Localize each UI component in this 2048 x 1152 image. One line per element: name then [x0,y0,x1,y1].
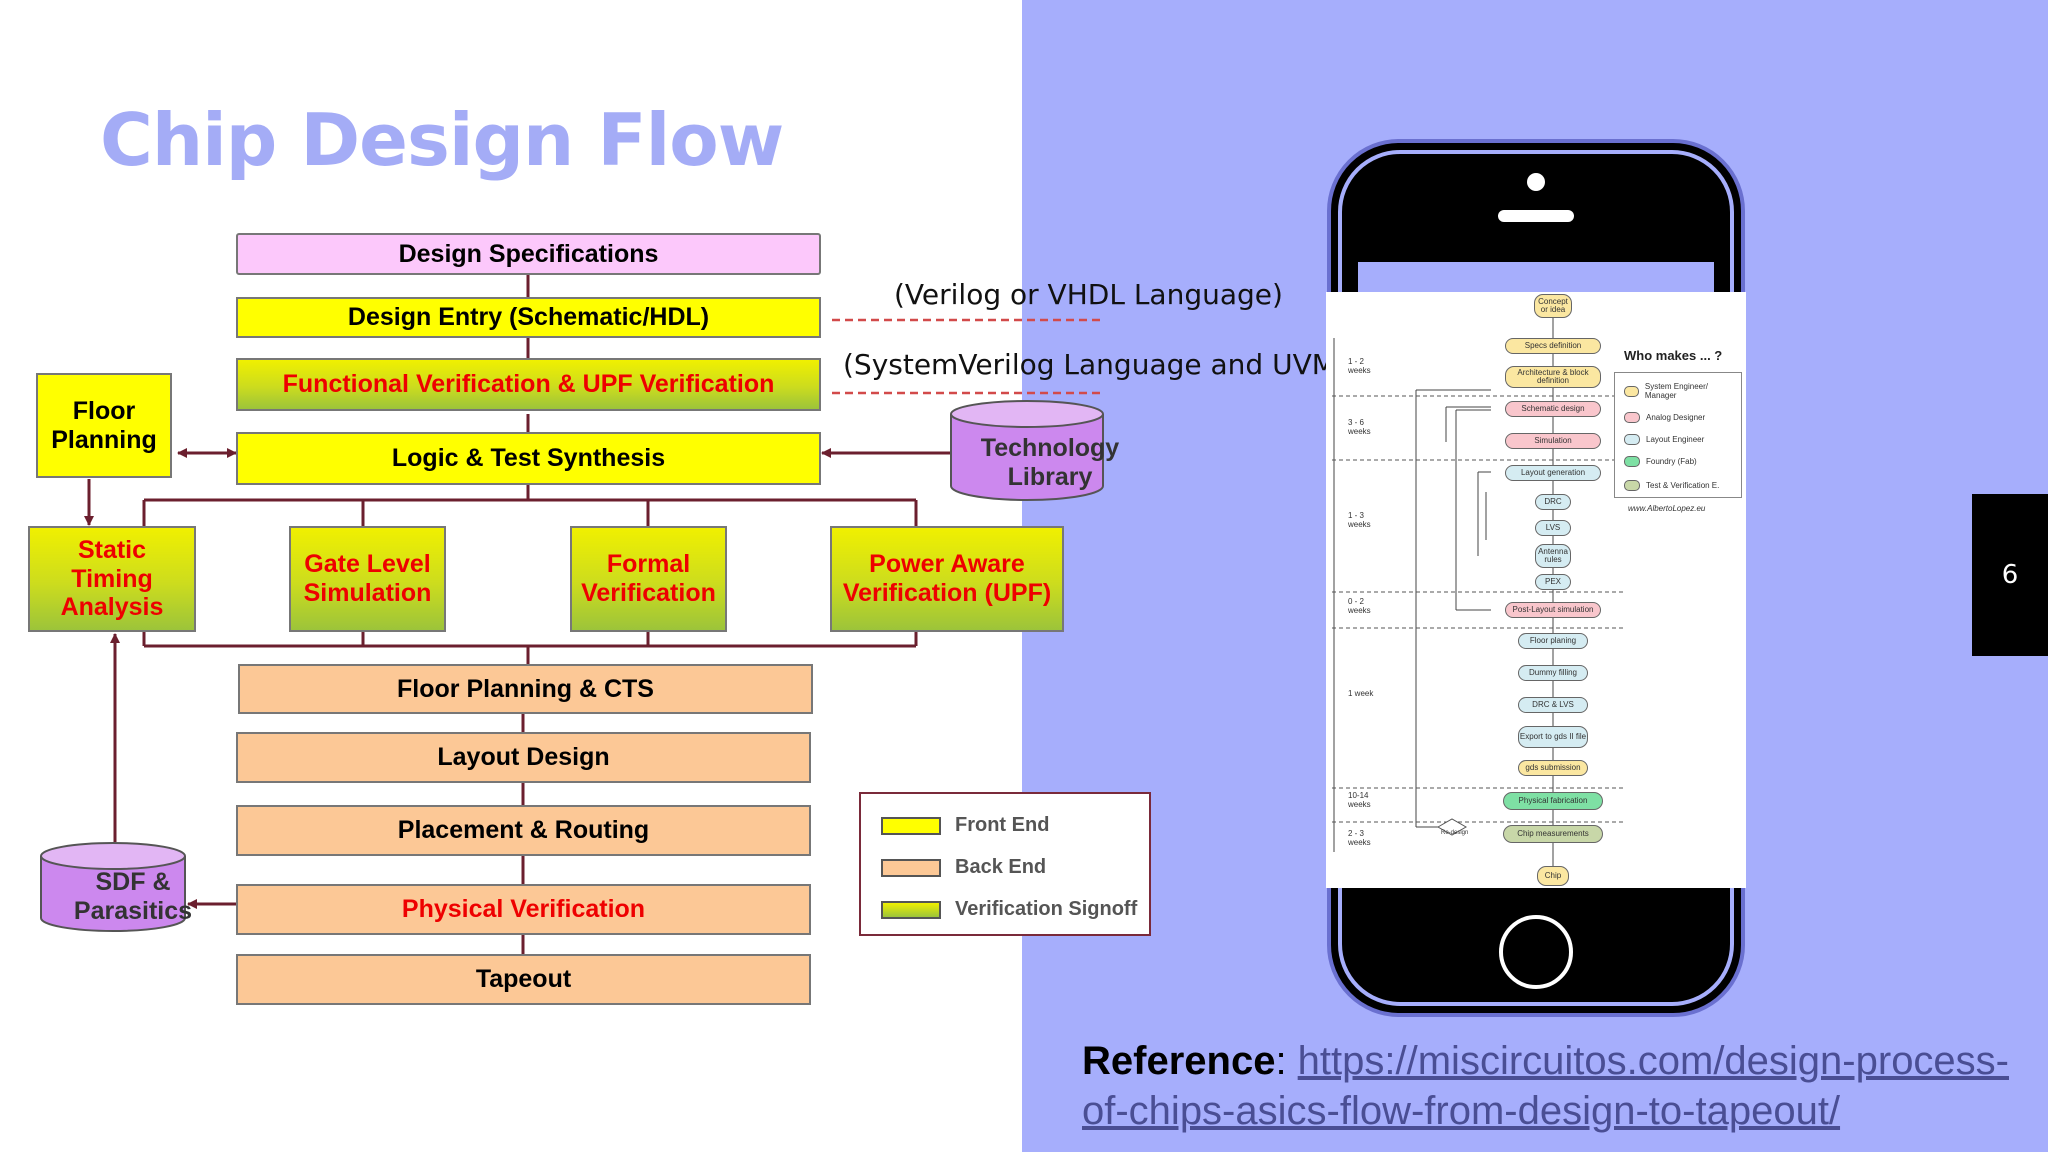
floor-planning-cts-box: Floor Planning & CTS [238,664,813,714]
phone-role-item: Foundry (Fab) [1624,456,1697,467]
verilog-annotation: (Verilog or VHDL Language) [894,278,1283,311]
legend-verification-signoff-label: Verification Signoff [955,898,1138,920]
floor-planning-side-box: Floor Planning [36,373,172,478]
phone-duration: 0 - 2 weeks [1348,597,1371,615]
legend-back-end-label: Back End [955,856,1047,878]
role-color-icon [1624,412,1640,423]
phone-role-item: System Engineer/ Manager [1624,382,1734,400]
role-color-icon [1624,385,1639,397]
phone-role-item: Test & Verification E. [1624,480,1719,491]
phone-step: Export to gds II file [1518,726,1588,748]
phone-step: Chip [1537,866,1569,886]
physical-verification-box: Physical Verification [236,884,811,935]
layout-design-box: Layout Design [236,732,811,783]
phone-step: Simulation [1505,433,1601,449]
phone-step: DRC & LVS [1518,697,1588,713]
phone-duration: 1 week [1348,689,1374,698]
phone-duration: 1 - 3 weeks [1348,511,1371,529]
role-color-icon [1624,434,1640,445]
gate-level-simulation-box: Gate Level Simulation [289,526,446,632]
phone-duration: 3 - 6 weeks [1348,418,1371,436]
phone-credit: www.AlbertoLopez.eu [1628,504,1706,513]
tapeout-box: Tapeout [236,954,811,1005]
reference-label: Reference [1082,1039,1276,1083]
phone-role-label: Layout Engineer [1646,435,1705,444]
phone-duration: 2 - 3 weeks [1348,829,1371,847]
functional-verification-box: Functional Verification & UPF Verificati… [236,358,821,411]
reference-link[interactable]: https://miscircuitos.com/design-process-… [1082,1039,2009,1133]
phone-role-label: Foundry (Fab) [1646,457,1697,466]
page-number-tab: 6 [1972,494,2048,656]
sdf-parasitics-label: SDF & Parasitics [73,868,193,925]
phone-step: Architecture & block definition [1505,366,1601,388]
phone-step: Specs definition [1505,338,1601,354]
phone-step: DRC [1535,494,1571,510]
phone-step: Layout generation [1505,465,1601,481]
phone-step: Post-Layout simulation [1505,602,1601,618]
phone-who-makes-title: Who makes ... ? [1624,348,1723,363]
placement-routing-box: Placement & Routing [236,805,811,856]
logic-synthesis-box: Logic & Test Synthesis [236,432,821,485]
legend-item-back-end: Back End [881,856,1046,879]
technology-library-label: Technology Library [980,434,1120,491]
phone-step: LVS [1535,520,1571,536]
phone-step: gds submission [1518,760,1588,776]
phone-step: Dummy filling [1518,665,1588,681]
phone-step: Concept or idea [1534,294,1572,318]
design-entry-box: Design Entry (Schematic/HDL) [236,297,821,338]
design-specifications-box: Design Specifications [236,233,821,275]
phone-flow-connectors [1332,318,1626,876]
phone-role-label: Analog Designer [1646,413,1706,422]
legend: Front End Back End Verification Signoff [859,792,1151,936]
phone-step: Floor planing [1518,633,1588,649]
phone-step: Schematic design [1505,401,1601,417]
reference: Reference: https://miscircuitos.com/desi… [1082,1039,2009,1133]
verification-signoff-swatch [881,900,941,919]
phone-step: Chip measurements [1503,825,1603,843]
role-color-icon [1624,456,1640,467]
phone-duration: 10-14 weeks [1348,791,1371,809]
legend-item-verification-signoff: Verification Signoff [881,898,1137,921]
power-aware-verification-box: Power Aware Verification (UPF) [830,526,1064,632]
phone-duration: 1 - 2 weeks [1348,357,1371,375]
flow-connectors [84,275,1100,955]
slide-title: Chip Design Flow [100,98,784,182]
phone-redesign-label: Re-design [1441,830,1469,836]
phone-role-label: Test & Verification E. [1646,481,1720,490]
phone-step: PEX [1535,574,1571,590]
phone-step: Antenna rules [1535,544,1571,568]
front-end-swatch [881,816,941,835]
sdf-parasitics-cylinder-shape [40,842,186,932]
back-end-swatch [881,858,941,877]
technology-library-cylinder-shape [950,400,1104,501]
legend-front-end-label: Front End [955,814,1050,836]
static-timing-analysis-box: Static Timing Analysis [28,526,196,632]
systemverilog-annotation: (SystemVerilog Language and UVM) [843,348,1347,381]
legend-item-front-end: Front End [881,814,1049,837]
phone-step: Physical fabrication [1503,792,1603,810]
phone-role-label: System Engineer/ Manager [1644,382,1709,400]
phone-role-item: Layout Engineer [1624,434,1704,445]
formal-verification-box: Formal Verification [570,526,727,632]
phone-role-item: Analog Designer [1624,412,1705,423]
role-color-icon [1624,480,1640,491]
